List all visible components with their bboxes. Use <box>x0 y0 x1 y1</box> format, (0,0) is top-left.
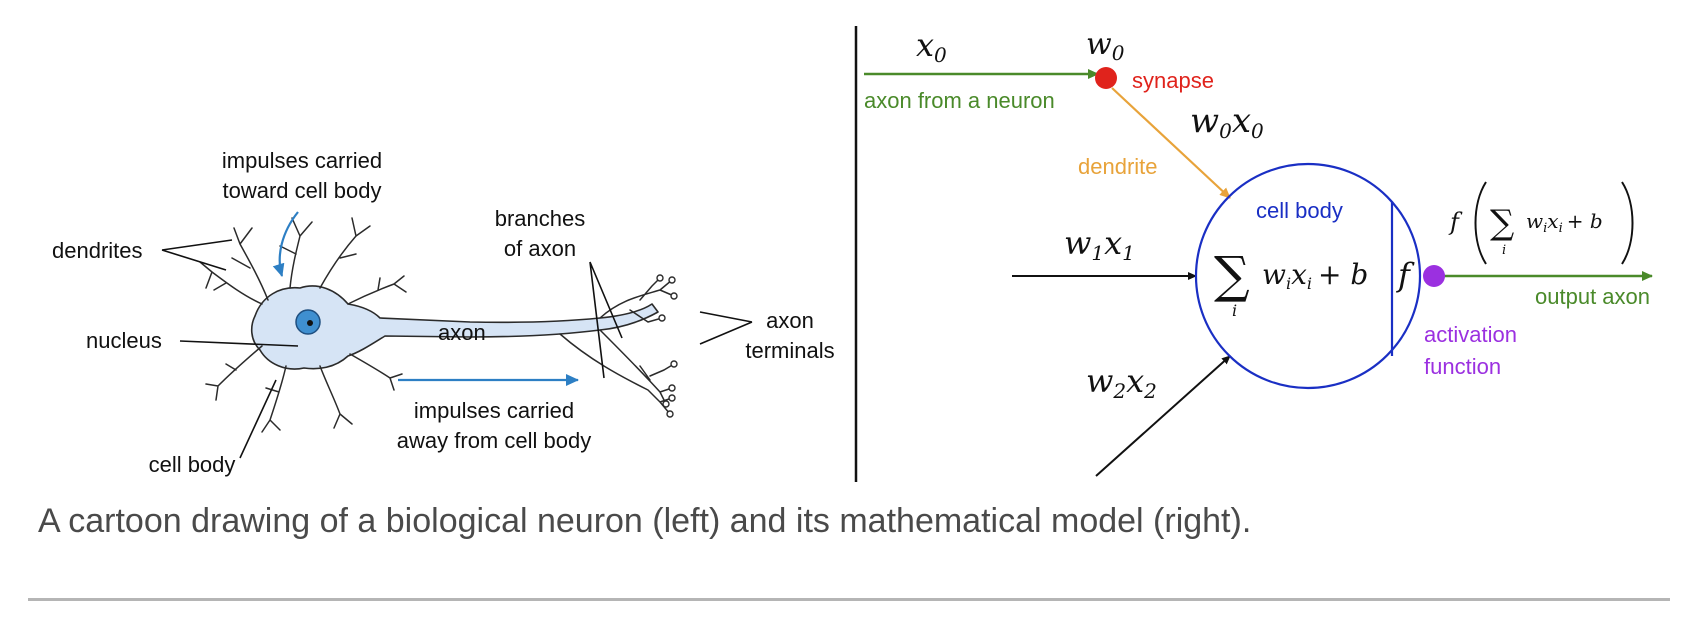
label-dendrites: dendrites <box>52 238 143 263</box>
sum-symbol: ∑ <box>1214 246 1250 304</box>
label-w0x0: w0x0 <box>1190 101 1264 143</box>
label-branches-2: of axon <box>504 236 576 261</box>
activation-f-symbol: f <box>1396 256 1415 294</box>
out-sum-index: i <box>1502 243 1506 258</box>
label-w1x1: w1x1 <box>1064 224 1135 265</box>
axon-terminal-boutons <box>656 274 678 418</box>
input-w2x2-arrow <box>1095 355 1231 477</box>
label-activation-2: function <box>1424 354 1501 379</box>
label-impulses-toward-2: toward cell body <box>223 178 382 203</box>
toward-body-arrow <box>272 211 299 277</box>
neuron-figure: impulses carried toward cell body dendri… <box>52 26 1653 482</box>
label-branches-1: branches <box>495 206 586 231</box>
label-impulses-toward-1: impulses carried <box>222 148 382 173</box>
sum-index: i <box>1232 301 1237 320</box>
sum-terms: wixi+ b <box>1262 258 1368 293</box>
label-impulses-away-1: impulses carried <box>414 398 574 423</box>
out-f: f <box>1448 208 1463 236</box>
activation-dot <box>1423 265 1445 287</box>
label-axon: axon <box>438 320 486 345</box>
label-w0: w0 <box>1086 27 1125 65</box>
label-synapse: synapse <box>1132 68 1214 93</box>
label-nucleus: nucleus <box>86 328 162 353</box>
label-axon-terminals-1: axon <box>766 308 814 333</box>
label-output-axon: output axon <box>1535 284 1650 309</box>
figure-caption: A cartoon drawing of a biological neuron… <box>38 502 1252 540</box>
label-axon-terminals-2: terminals <box>745 338 834 363</box>
cell-body-circle <box>1194 162 1422 390</box>
left-pointer-lines <box>161 239 753 459</box>
nucleus-shape <box>295 309 321 335</box>
dendrite-line <box>1111 87 1231 199</box>
label-activation-1: activation <box>1424 322 1517 347</box>
out-sum-symbol: ∑ <box>1490 203 1514 243</box>
label-impulses-away-2: away from cell body <box>397 428 591 453</box>
dendrite-branches <box>199 217 675 433</box>
label-cell-body-right: cell body <box>1256 198 1343 223</box>
synapse-dot <box>1095 67 1117 89</box>
label-cell-body-left: cell body <box>149 452 236 477</box>
out-left-paren <box>1474 181 1487 265</box>
horizontal-rule <box>28 598 1670 601</box>
label-w2x2: w2x2 <box>1086 362 1157 403</box>
out-right-paren <box>1621 181 1634 265</box>
output-formula: f ∑ i wixi+ b <box>1448 181 1634 265</box>
label-x0: x0 <box>916 26 947 67</box>
out-sum-terms: wixi+ b <box>1526 209 1603 236</box>
label-axon-from-neuron: axon from a neuron <box>864 88 1055 113</box>
sum-formula: ∑ i wixi+ b <box>1214 246 1368 320</box>
label-dendrite: dendrite <box>1078 154 1158 179</box>
